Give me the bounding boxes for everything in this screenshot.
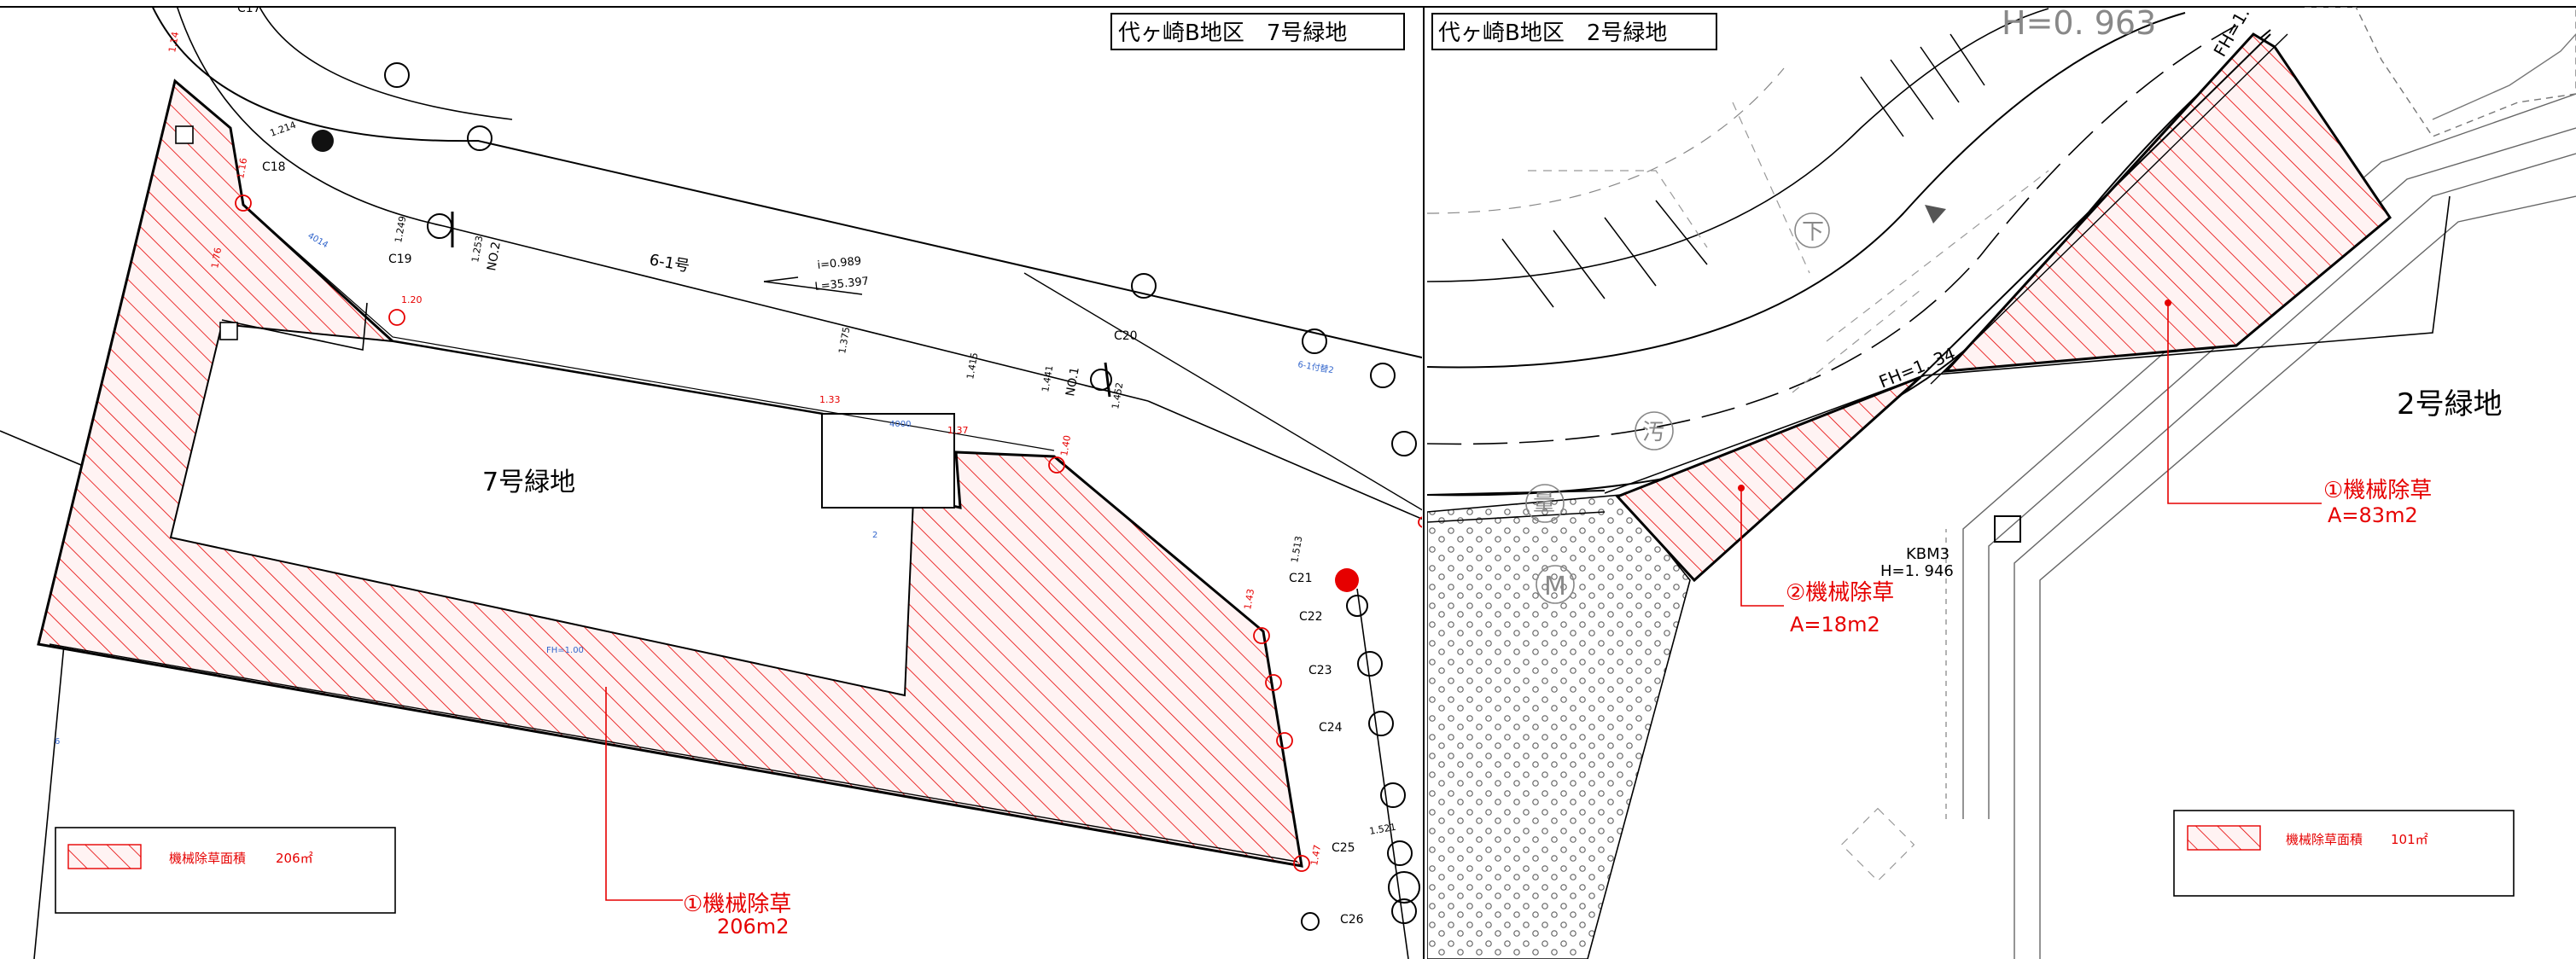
small-label: 6-1付替2 <box>1297 358 1334 375</box>
symbol-ryou: 量 <box>1533 491 1555 516</box>
left-panel-7gou-ryokuchi: 7号緑地 6-1号 i=0.989 L=35.397 NO.2 NO.1 C17… <box>0 2 1422 959</box>
red-elevation-label: 1.33 <box>819 394 841 405</box>
elevation-label: 1.249 <box>393 215 408 243</box>
callout2-title: ②機械除草 <box>1786 580 1894 606</box>
weeding-area-2gou-1 <box>1943 32 2392 373</box>
small-label: FH=1.00 <box>546 646 584 655</box>
kbm-marker <box>1994 515 2021 543</box>
red-elevation-label-group: 1.14 1.16 1.20 1.33 1.37 1.40 1.43 1.47 1.76 <box>166 31 1323 866</box>
red-elevation-label: 1.37 <box>947 425 969 436</box>
elevation-label: 1.375 <box>836 326 852 354</box>
kbm-name: KBM3 <box>1906 545 1949 563</box>
red-elevation-label: 1.20 <box>401 294 423 305</box>
red-elevation-label: 1.14 <box>166 31 181 53</box>
point-label: C20 <box>1114 329 1138 343</box>
legend-label-2: 機械除草面積 <box>2286 832 2363 847</box>
elevation-label: 1.214 <box>269 119 298 139</box>
callout-area: 206m2 <box>717 915 789 939</box>
elevation-label: 1.253 <box>469 235 485 263</box>
legend-label: 機械除草面積 <box>169 851 246 866</box>
point-label: C21 <box>1289 572 1313 585</box>
area-name-7gou: 7号緑地 <box>482 468 575 497</box>
small-label: 6 <box>55 737 60 747</box>
legend-box <box>55 827 396 914</box>
station-no1: NO.1 <box>1064 366 1082 398</box>
legend-swatch-2 <box>2187 825 2261 851</box>
callout1-area: A=83m2 <box>2328 503 2418 527</box>
paving-area <box>1427 494 1691 959</box>
station-no2: NO.2 <box>485 241 504 272</box>
elevation-label: 1.521 <box>1368 822 1396 837</box>
legend-swatch <box>67 844 142 869</box>
elevation-label: 1.441 <box>1040 364 1055 392</box>
red-elevation-label: 1.43 <box>1242 588 1256 610</box>
symbol-ge: 下 <box>1802 219 1824 245</box>
point-label: C19 <box>388 253 412 266</box>
small-label: 2 <box>872 531 877 540</box>
red-elevation-label: 1.16 <box>235 157 249 179</box>
elevation-label: 1.513 <box>1289 535 1304 563</box>
right-panel-2gou-ryokuchi: 下 汚 量 M H=0. 963 FH=1. FH=1. 34 KBM3 H=1… <box>1427 4 2576 959</box>
red-elevation-label: 1.76 <box>209 247 224 269</box>
pipe-length: L=35.397 <box>814 275 870 294</box>
symbol-o: 汚 <box>1642 420 1664 445</box>
point-label: C26 <box>1340 913 1364 927</box>
pipe-label: 6-1号 <box>648 251 691 276</box>
pipe-gradient: i=0.989 <box>817 255 862 272</box>
left-title: 代ヶ崎B地区 7号緑地 <box>1118 20 1347 46</box>
right-title: 代ヶ崎B地区 2号緑地 <box>1438 20 1667 46</box>
area-name-2gou: 2号緑地 <box>2397 387 2503 421</box>
point-label: C22 <box>1299 610 1323 624</box>
red-elevation-label: 1.40 <box>1058 434 1073 456</box>
callout-title: ①機械除草 <box>683 892 791 917</box>
point-label: C17 <box>237 2 261 15</box>
kbm-height: H=1. 946 <box>1880 562 1954 580</box>
point-label: C24 <box>1319 721 1343 735</box>
point-label: C18 <box>262 160 286 174</box>
legend-value: 206㎡ <box>276 851 313 866</box>
red-elevation-label: 1.47 <box>1308 844 1323 866</box>
point-label: C25 <box>1332 841 1355 855</box>
small-label: 4014 <box>306 231 330 250</box>
legend-value-2: 101㎡ <box>2391 832 2428 847</box>
small-label: 4000 <box>889 420 911 429</box>
callout1-title: ①機械除草 <box>2323 478 2432 503</box>
symbol-m: M <box>1544 572 1566 602</box>
elevation-label: 1.452 <box>1110 381 1125 410</box>
point-label: C23 <box>1308 664 1332 677</box>
elevation-label: 1.415 <box>965 352 980 380</box>
callout2-area: A=18m2 <box>1790 613 1880 636</box>
legend-box-2 <box>2173 810 2515 897</box>
weeding-area-2gou-2 <box>1615 375 1922 583</box>
top-elevation: H=0. 963 <box>2002 4 2156 42</box>
